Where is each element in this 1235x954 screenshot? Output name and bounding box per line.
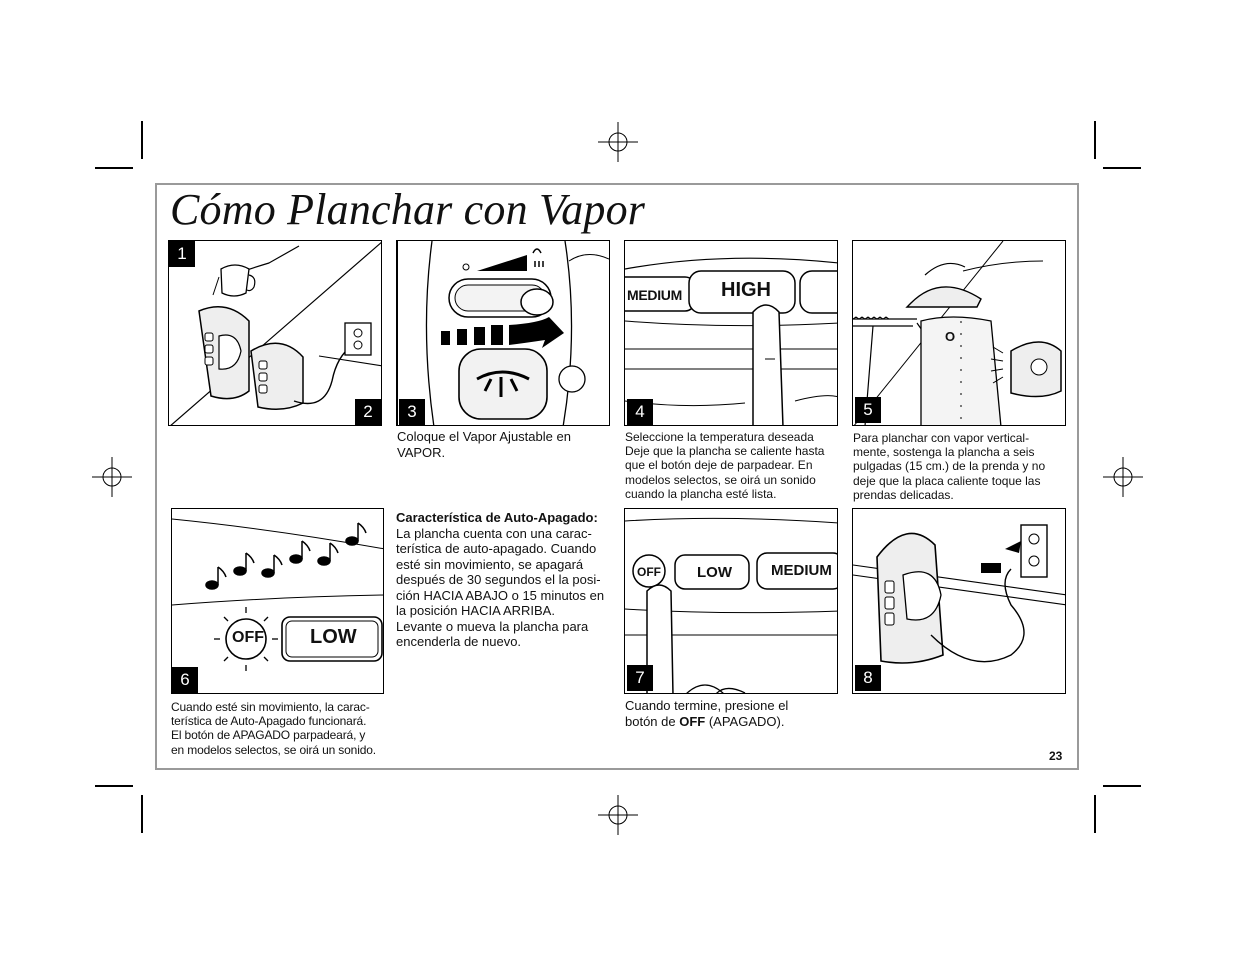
caption-line: Cuando esté sin movimiento, la carac- [171, 700, 370, 714]
caption-line: pulgadas (15 cm.) de la prenda y no [853, 459, 1046, 474]
crop-mark [95, 167, 133, 169]
auto-off-line: esté sin movimiento, se apagará [396, 556, 584, 572]
step-number: 8 [855, 665, 881, 691]
medium-button-label: MEDIUM [771, 562, 832, 579]
step-number: 7 [627, 665, 653, 691]
marker-o: O [945, 329, 956, 344]
auto-off-line: después de 30 segundos el la posi- [396, 572, 601, 587]
step-3-illustration: 3 [396, 240, 610, 426]
step-4-caption: Seleccione la temperatura deseada Deje q… [625, 430, 840, 501]
crop-mark [1094, 795, 1096, 833]
caption-line: deje que la placa caliente toque las [853, 473, 1041, 488]
crop-mark [95, 785, 133, 787]
registration-mark [92, 457, 132, 497]
step-7-caption: Cuando termine, presione el botón de OFF… [625, 698, 815, 729]
step-number: 5 [855, 397, 881, 423]
auto-off-line: Levante o mueva la plancha para [396, 618, 589, 634]
page-number: 23 [1049, 749, 1063, 763]
page-frame [155, 183, 1079, 770]
auto-off-line: ción HACIA ABAJO o 15 minutos en [396, 587, 605, 603]
auto-off-line: la posición HACIA ARRIBA. [396, 603, 555, 618]
step-7-illustration: OFF LOW MEDIUM 7 [624, 508, 838, 694]
step-8-illustration: 8 [852, 508, 1066, 694]
crop-mark [1103, 167, 1141, 169]
off-button-label: OFF [637, 565, 661, 579]
caption-text: Cuando termine, presione el botón de [625, 698, 789, 729]
caption-text: (APAGADO). [705, 713, 785, 729]
step-number: 6 [172, 667, 198, 693]
caption-line: modelos selectos, se oirá un sonido [625, 472, 816, 487]
step-3-caption: Coloque el Vapor Ajustable en VAPOR. [397, 429, 571, 460]
crop-mark [1103, 785, 1141, 787]
crop-mark [141, 795, 143, 833]
step-5-caption: Para planchar con vapor vertical- mente,… [853, 431, 1068, 502]
registration-mark [1103, 457, 1143, 497]
caption-line: en modelos selectos, se oirá un sonido. [171, 742, 376, 757]
step-number: 1 [169, 241, 195, 267]
caption-line: Para planchar con vapor vertical- [853, 431, 1030, 445]
auto-off-line: encenderla de nuevo. [396, 634, 522, 649]
auto-off-line: terística de auto-apagado. Cuando [396, 541, 597, 556]
caption-line: Seleccione la temperatura deseada [625, 430, 814, 444]
caption-line: cuando la plancha esté lista. [625, 486, 777, 501]
low-button-label: LOW [310, 626, 357, 648]
caption-line: mente, sostenga la plancha a seis [853, 445, 1035, 460]
step-1-2-illustration: 1 2 [168, 240, 382, 426]
low-button-label: LOW [697, 564, 732, 581]
caption-bold: OFF [679, 713, 706, 729]
caption-line: El botón de APAGADO parpadeará, y [171, 728, 366, 743]
off-button-label: OFF [232, 629, 264, 646]
auto-off-line: La plancha cuenta con una carac- [396, 525, 592, 541]
step-5-illustration: O 5 [852, 240, 1066, 426]
step-number: 2 [355, 399, 381, 425]
crop-mark [141, 121, 143, 159]
crop-mark [1094, 121, 1096, 159]
step-6-illustration: OFF LOW 6 [171, 508, 384, 694]
high-button-label: HIGH [721, 279, 771, 301]
medium-button-label: MEDIUM [627, 287, 682, 303]
step-number: 3 [399, 399, 425, 425]
caption-line: prendas delicadas. [853, 487, 954, 502]
step-number: 4 [627, 399, 653, 425]
caption-line: Deje que la plancha se caliente hasta [625, 444, 825, 459]
auto-off-section: Característica de Auto-Apagado: La planc… [396, 510, 621, 650]
step-6-caption: Cuando esté sin movimiento, la carac- te… [171, 700, 396, 757]
registration-mark [598, 122, 638, 162]
auto-off-heading: Característica de Auto-Apagado: [396, 510, 598, 525]
registration-mark [598, 795, 638, 835]
step-4-illustration: MEDIUM HIGH 4 [624, 240, 838, 426]
caption-line: que el botón deje de parpadear. En [625, 458, 813, 473]
caption-line: terística de Auto-Apagado funcionará. [171, 714, 367, 729]
page-title: Cómo Planchar con Vapor [170, 185, 646, 234]
